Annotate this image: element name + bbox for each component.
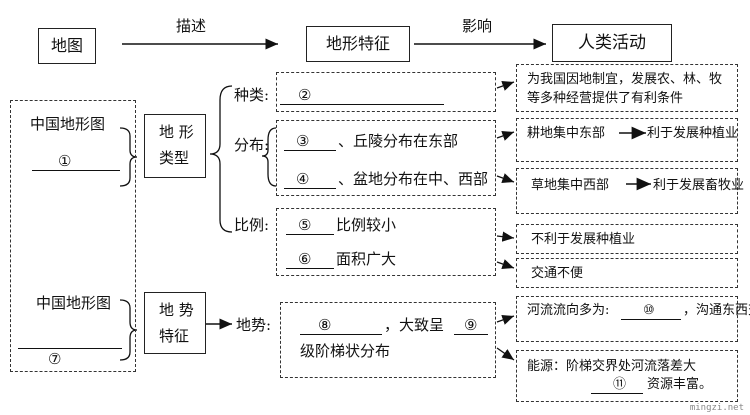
blank-11-underline (591, 393, 643, 394)
right-text-2: 耕地集中东部 (527, 126, 606, 141)
right-box-2: 耕地集中东部 利于发展种植业 (516, 118, 738, 162)
blank-3-underline (284, 150, 336, 151)
blank-6-underline (286, 268, 334, 269)
right-box-5: 交通不便 (516, 258, 738, 288)
dist-label: 分布: (234, 136, 270, 154)
blank-10-underline (621, 319, 681, 320)
right-text-7b: 资源丰富。 (647, 377, 713, 392)
right-text-6a: 河流流向多为: (527, 303, 610, 318)
describe-label: 描述 (176, 17, 207, 35)
right-box-1: 为我国因地制宜，发展农、林、牧等多种经营提供了有利条件 (516, 64, 738, 112)
terrain-map-2: 中国地形图 (36, 294, 112, 312)
right-text-6b: ，沟通东西交通。 (683, 303, 750, 318)
terrain-types-line1: 地 形 (159, 123, 194, 141)
human-activity-box: 人类活动 (552, 24, 672, 62)
blank-4-underline (284, 188, 336, 189)
map-label: 地图 (50, 36, 83, 55)
blank-4: ④ (296, 170, 310, 188)
right-text-4: 不利于发展种植业 (531, 232, 636, 247)
blank-8: ⑧ (318, 316, 332, 334)
blank-11: ⑪ (613, 377, 627, 392)
terrain-features-label: 地形特征 (325, 34, 390, 53)
influence-label: 影响 (462, 17, 493, 35)
slope-text-2: 级阶梯状分布 (300, 342, 391, 360)
left-map-column (10, 100, 136, 372)
blank-5: ⑤ (298, 216, 312, 234)
blank-2-underline (280, 104, 444, 105)
human-activity-label: 人类活动 (578, 33, 646, 53)
right-box-7: 能源：阶梯交界处河流落差大 ⑪ 资源丰富。 (516, 350, 738, 402)
ratio-text-2: 面积广大 (336, 250, 397, 268)
right-text-2b: 利于发展种植业 (647, 126, 739, 141)
blank-3: ③ (296, 132, 310, 150)
slope-features-line2: 特征 (159, 327, 190, 345)
dist-dashed-box (276, 120, 496, 196)
kind-dashed-box (276, 72, 496, 112)
right-text-3b: 利于发展畜牧业 (653, 178, 745, 193)
terrain-types-line2: 类型 (159, 149, 190, 167)
watermark: mingzi.net (689, 403, 744, 413)
slope-label: 地势: (236, 316, 272, 334)
ratio-label: 比例: (234, 216, 270, 234)
terrain-features-box: 地形特征 (306, 26, 410, 62)
right-box-3: 草地集中西部 利于发展畜牧业 (516, 168, 744, 214)
right-text-3: 草地集中西部 (531, 178, 610, 193)
slope-features-line1: 地 势 (159, 301, 194, 319)
right-text-7a: 能源：阶梯交界处河流落差大 (527, 359, 697, 374)
right-text-5: 交通不便 (531, 266, 584, 281)
map-box: 地图 (38, 28, 96, 64)
blank-7: ⑦ (48, 350, 62, 368)
blank-10: ⑩ (643, 303, 655, 318)
blank-7-underline (18, 348, 122, 349)
dist-text-1: 、丘陵分布在东部 (338, 132, 459, 150)
ratio-text-1: 比例较小 (336, 216, 397, 234)
kind-label: 种类: (234, 86, 270, 104)
right-box-4: 不利于发展种植业 (516, 224, 738, 254)
slope-text-1: ，大致呈 (384, 316, 445, 334)
blank-5-underline (286, 234, 334, 235)
right-text-1: 为我国因地制宜，发展农、林、牧等多种经营提供了有利条件 (527, 72, 723, 106)
blank-8-underline (300, 334, 382, 335)
blank-1: ① (58, 152, 72, 170)
blank-9: ⑨ (464, 316, 478, 334)
terrain-types-box: 地 形 类型 (144, 114, 206, 178)
blank-9-underline (454, 334, 488, 335)
right-box-6: 河流流向多为: ⑩ ，沟通东西交通。 (516, 296, 750, 342)
ratio-dashed-box (276, 208, 496, 276)
slope-dashed-box (280, 302, 496, 378)
blank-2: ② (298, 86, 312, 104)
blank-6: ⑥ (298, 250, 312, 268)
terrain-map-1: 中国地形图 (30, 115, 106, 133)
slope-features-box: 地 势 特征 (144, 292, 206, 354)
blank-1-underline (32, 170, 120, 171)
dist-text-2: 、盆地分布在中、西部 (338, 170, 489, 188)
